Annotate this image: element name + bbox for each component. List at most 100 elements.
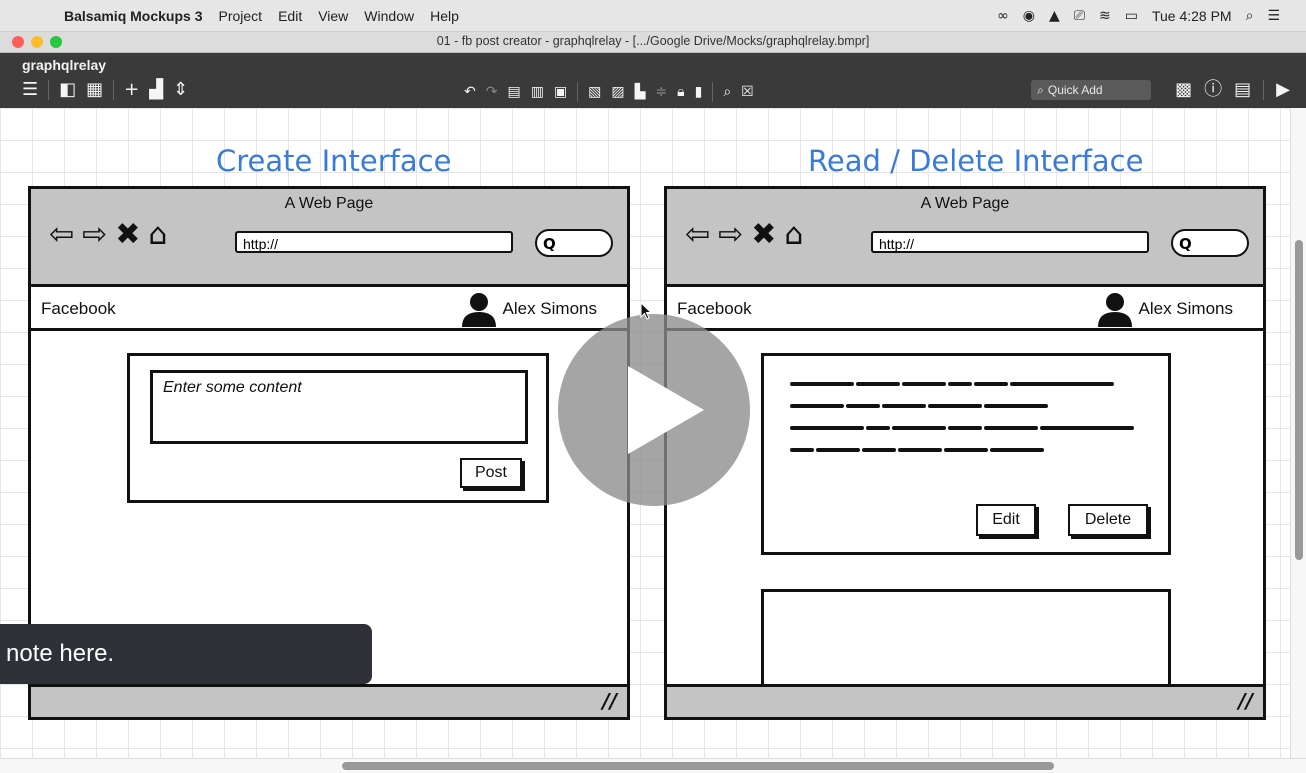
trash-icon[interactable]: ▮ — [694, 84, 703, 100]
browser-search-field[interactable]: Q — [1171, 229, 1249, 257]
lock-icon[interactable]: 🔒︎ — [677, 84, 685, 100]
battery-icon[interactable]: ▭ — [1124, 8, 1138, 24]
post-button[interactable]: Post — [460, 458, 522, 488]
forward-arrow-icon[interactable]: ⇨ — [82, 217, 108, 252]
drive-icon[interactable]: ▲ — [1049, 8, 1060, 24]
browser-chrome: A Web Page ⇦ ⇨ ✖ ⌂ http:// Q — [31, 189, 627, 287]
copy-icon[interactable]: ▥ — [530, 84, 544, 100]
browser-nav-icons: ⇦ ⇨ ✖ ⌂ — [685, 217, 803, 252]
vertical-scrollbar[interactable] — [1290, 108, 1306, 758]
paste-icon[interactable]: ▣ — [553, 84, 568, 100]
menu-app-name[interactable]: Balsamiq Mockups 3 — [64, 7, 203, 24]
url-field[interactable]: http:// — [235, 231, 513, 253]
facebook-navbar: Facebook Alex Simons — [664, 284, 1266, 331]
search-icon: Q — [1179, 235, 1192, 253]
facebook-navbar: Facebook Alex Simons — [28, 284, 630, 331]
menu-help[interactable]: Help — [430, 7, 459, 24]
ungroup-icon[interactable]: ▨ — [611, 84, 625, 100]
notification-center-icon[interactable]: ☰ — [1267, 8, 1280, 24]
macos-menubar: Balsamiq Mockups 3 Project Edit View Win… — [0, 0, 1306, 32]
home-icon[interactable]: ⌂ — [148, 217, 168, 252]
user-avatar-icon — [462, 293, 496, 327]
mockup-canvas[interactable]: Create Interface Read / Delete Interface… — [0, 108, 1290, 758]
menubar-status-area: ∞ ◉ ▲ ⎚ ≋ ▭ Tue 4:28 PM ⌕ ☰ — [997, 0, 1280, 32]
redo-icon[interactable]: ↷ — [485, 84, 498, 100]
toolbar-left-group: ☰ ◧ ▦ + ▟ ⇕ — [22, 79, 188, 101]
quick-add-input[interactable]: ⌕ Quick Add — [1031, 80, 1152, 100]
grid-view-icon[interactable]: ▦ — [86, 79, 104, 100]
horizontal-scrollbar[interactable] — [0, 758, 1306, 773]
info-icon[interactable]: ⓘ — [1204, 79, 1223, 100]
align-icon[interactable]: ≑ — [655, 84, 668, 100]
back-arrow-icon[interactable]: ⇦ — [49, 217, 75, 252]
project-name: graphqlrelay — [22, 57, 107, 73]
edit-button[interactable]: Edit — [976, 504, 1036, 536]
horizontal-scrollbar-thumb[interactable] — [342, 762, 1054, 770]
zoom-window-button[interactable] — [50, 36, 62, 48]
menu-edit[interactable]: Edit — [278, 7, 303, 24]
browser-search-field[interactable]: Q — [535, 229, 613, 257]
find-icon[interactable]: ⌕ — [723, 84, 732, 100]
add-icon[interactable]: + — [124, 79, 140, 100]
create-browser-mockup[interactable]: A Web Page ⇦ ⇨ ✖ ⌂ http:// Q Facebook Al… — [28, 186, 630, 720]
quick-add-placeholder: Quick Add — [1047, 83, 1103, 97]
sort-icon[interactable]: ⇕ — [173, 79, 189, 100]
forward-arrow-icon[interactable]: ⇨ — [718, 217, 744, 252]
group-icon[interactable]: ▧ — [588, 84, 602, 100]
glasses-icon[interactable]: ∞ — [997, 8, 1009, 24]
post-text-scribble — [790, 382, 1134, 452]
presentation-icon[interactable]: ▶ — [1276, 79, 1290, 100]
toolbar-divider — [1263, 80, 1265, 100]
hamburger-menu-icon[interactable]: ☰ — [22, 79, 39, 100]
close-window-button[interactable] — [12, 36, 24, 48]
resize-grip-icon: // — [1238, 689, 1253, 713]
toolbar-right-group: ⌕ Quick Add ▩ ⓘ ▤ ▶ — [1031, 79, 1290, 101]
delete-button[interactable]: Delete — [1068, 504, 1148, 536]
browser-page-title: A Web Page — [920, 195, 1010, 212]
menubar-clock[interactable]: Tue 4:28 PM — [1151, 8, 1232, 24]
browser-nav-icons: ⇦ ⇨ ✖ ⌂ — [49, 217, 167, 252]
minimize-window-button[interactable] — [31, 36, 43, 48]
back-arrow-icon[interactable]: ⇦ — [685, 217, 711, 252]
menu-view[interactable]: View — [318, 7, 349, 24]
post-composer-panel: Enter some content Post — [127, 353, 549, 503]
read-delete-browser-mockup[interactable]: A Web Page ⇦ ⇨ ✖ ⌂ http:// Q Facebook Al… — [664, 186, 1266, 720]
facebook-label: Facebook — [41, 299, 116, 318]
vertical-scrollbar-thumb[interactable] — [1295, 240, 1303, 560]
record-icon[interactable]: ◉ — [1022, 8, 1035, 24]
notes-icon[interactable]: ▤ — [1234, 79, 1252, 100]
close-icon[interactable]: ✖ — [115, 217, 141, 252]
menu-project[interactable]: Project — [218, 7, 263, 24]
post-display-panel: Edit Delete — [761, 353, 1171, 555]
search-icon: ⌕ — [1037, 82, 1044, 97]
wifi-icon[interactable]: ≋ — [1098, 8, 1111, 24]
cut-icon[interactable]: ▤ — [507, 84, 521, 100]
mouse-cursor-icon — [640, 302, 652, 320]
toolbar-center-group: ↶ ↷ ▤ ▥ ▣ ▧ ▨ ▙ ≑ 🔒︎ ▮ ⌕ ☒ — [464, 81, 754, 103]
user-name: Alex Simons — [502, 299, 597, 318]
spotlight-search-icon[interactable]: ⌕ — [1245, 8, 1254, 24]
browser-page-title: A Web Page — [284, 195, 374, 212]
toolbar-divider — [113, 80, 115, 100]
resize-grip-icon: // — [602, 689, 617, 713]
url-field[interactable]: http:// — [871, 231, 1149, 253]
content-textarea[interactable]: Enter some content — [150, 370, 528, 444]
menu-window[interactable]: Window — [364, 7, 415, 24]
window-titlebar: 01 - fb post creator - graphqlrelay - [.… — [0, 32, 1306, 53]
close-icon[interactable]: ✖ — [751, 217, 777, 252]
home-icon[interactable]: ⌂ — [784, 217, 804, 252]
toolbar-divider — [577, 82, 579, 102]
toolbar-divider — [48, 80, 50, 100]
panel-toggle-icon[interactable]: ◧ — [59, 79, 77, 100]
video-play-button[interactable] — [558, 314, 750, 506]
play-icon — [628, 366, 704, 454]
undo-icon[interactable]: ↶ — [464, 84, 476, 100]
user-name: Alex Simons — [1138, 299, 1233, 318]
window-controls — [12, 36, 62, 48]
arrange-icon[interactable]: ▙ — [634, 84, 646, 100]
airplay-icon[interactable]: ⎚ — [1073, 8, 1085, 24]
clear-icon[interactable]: ☒ — [741, 84, 754, 100]
ui-library-icon[interactable]: ▩ — [1175, 79, 1193, 100]
create-interface-heading: Create Interface — [216, 144, 452, 178]
layers-icon[interactable]: ▟ — [149, 79, 164, 100]
